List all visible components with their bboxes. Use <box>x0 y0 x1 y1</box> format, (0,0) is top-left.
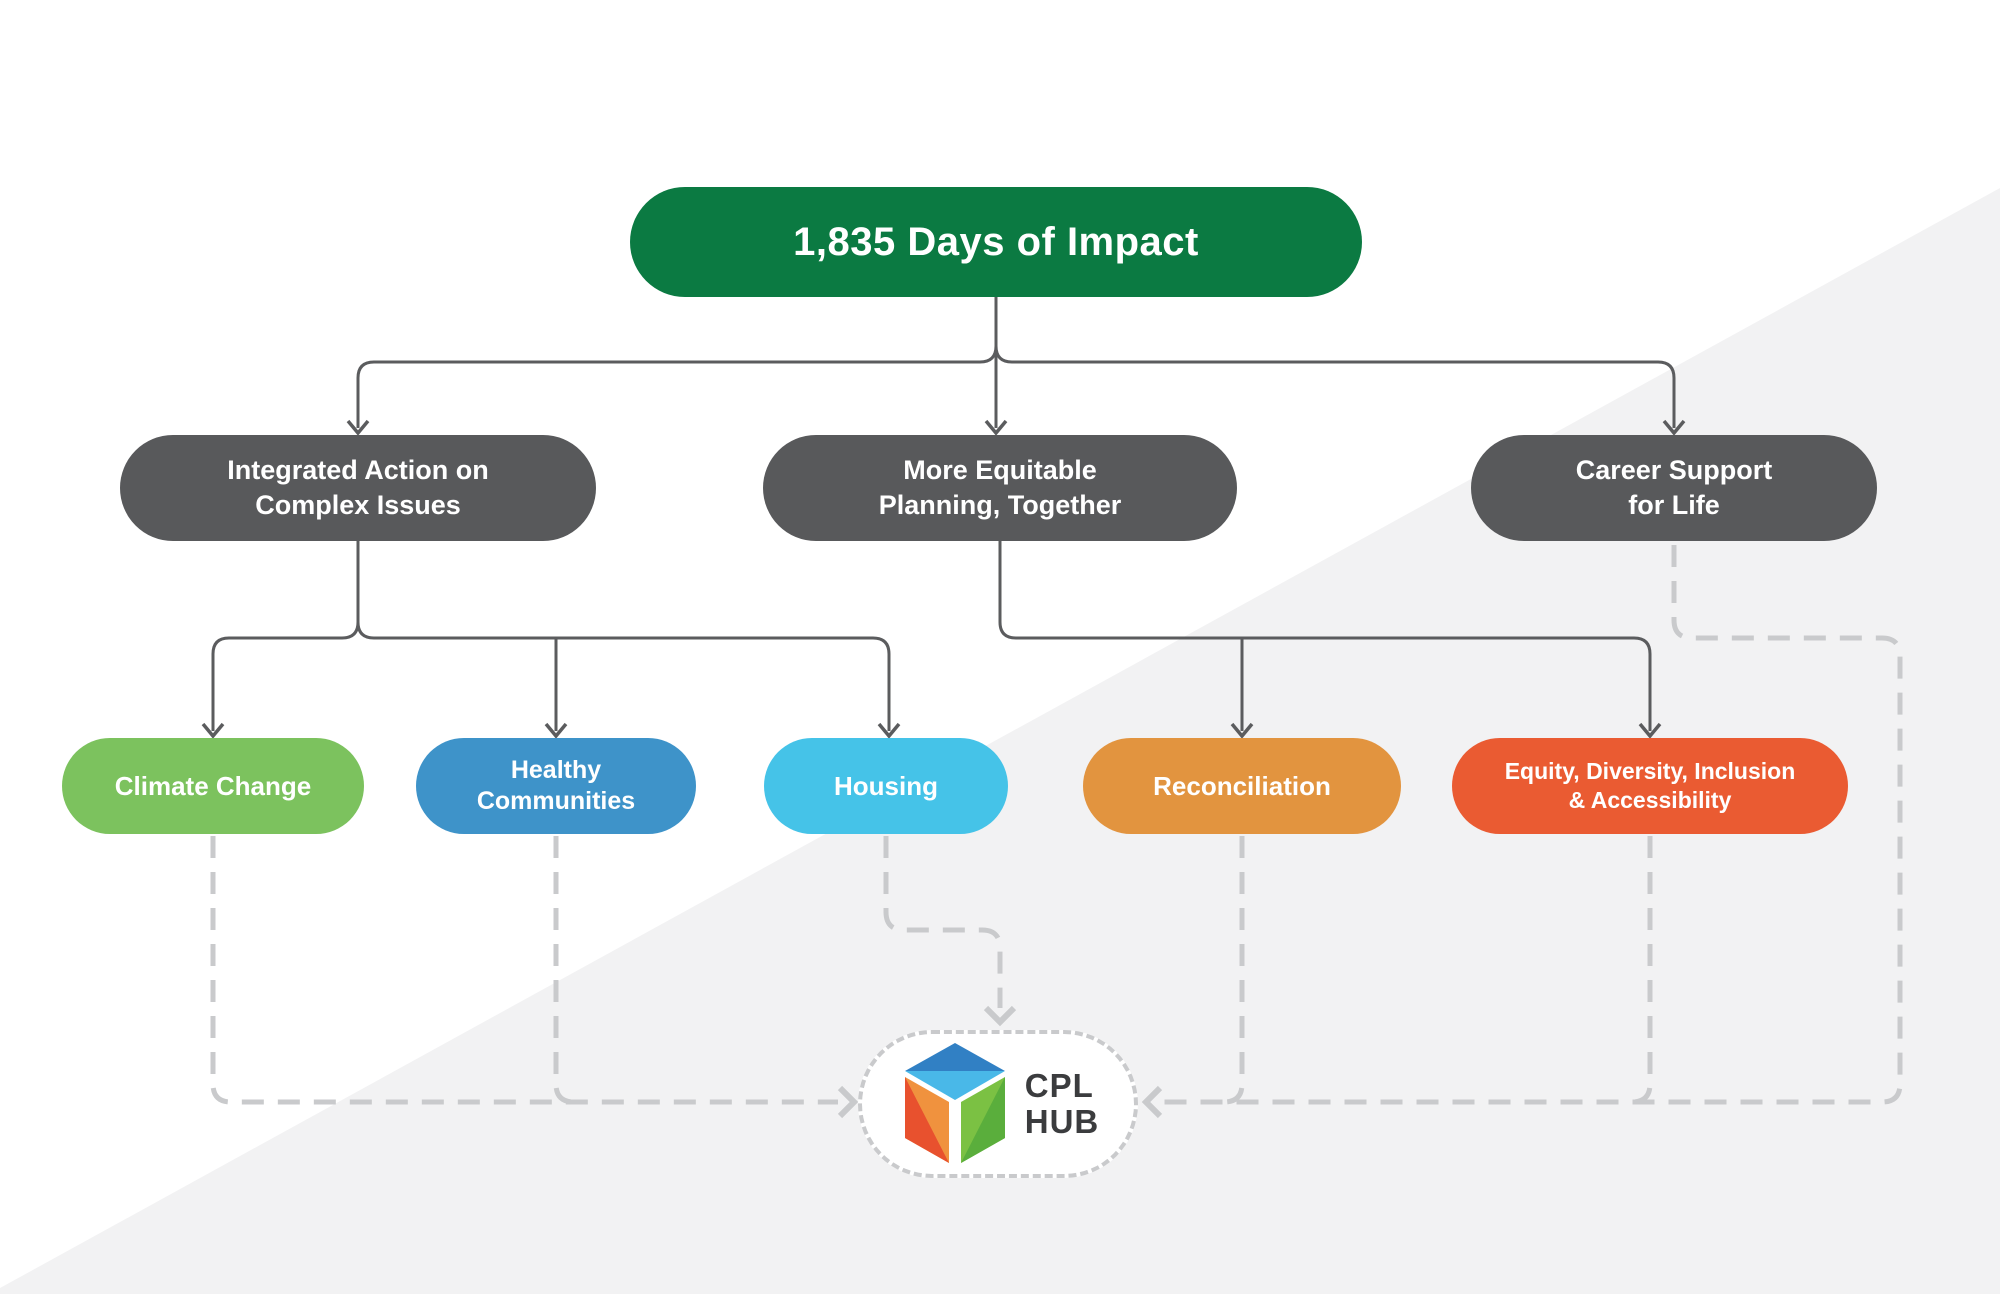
arrowhead-hub-right <box>1141 1085 1163 1119</box>
dashed-reconciliation <box>1223 836 1245 1105</box>
connector-integrated-right <box>356 541 891 731</box>
node-days-of-impact: 1,835 Days of Impact <box>630 187 1362 297</box>
arrowhead-topic-4 <box>1230 722 1254 739</box>
solid-arrowheads <box>201 419 1686 739</box>
logo-top-light-face <box>904 1071 1005 1100</box>
connector-title-left <box>356 297 998 428</box>
node-career-support: Career Support for Life <box>1471 435 1877 541</box>
connector-integrated-left <box>211 541 360 731</box>
arrowhead-pillar-3 <box>1662 419 1686 436</box>
dashed-edia <box>1631 836 1653 1105</box>
cpl-hub-logo-icon <box>904 1043 1005 1163</box>
node-equitable-planning: More Equitable Planning, Together <box>763 435 1237 541</box>
connector-title-right <box>994 297 1676 428</box>
dashed-climate <box>210 836 838 1105</box>
node-climate-change: Climate Change <box>62 738 364 834</box>
node-healthy-communities: Healthy Communities <box>416 738 696 834</box>
dashed-healthy <box>553 836 575 1105</box>
node-reconciliation: Reconciliation <box>1083 738 1401 834</box>
node-integrated-action: Integrated Action on Complex Issues <box>120 435 596 541</box>
dashed-housing <box>883 836 1003 1008</box>
dashed-connectors <box>210 545 1903 1105</box>
arrowhead-topic-3 <box>877 722 901 739</box>
dashed-arrowheads <box>837 1005 1163 1119</box>
connector-equitable-right <box>998 541 1652 731</box>
arrowhead-hub-top <box>983 1005 1017 1027</box>
arrowhead-topic-5 <box>1638 722 1662 739</box>
cpl-hub-label: CPL HUB <box>1024 1067 1100 1140</box>
node-edia: Equity, Diversity, Inclusion & Accessibi… <box>1452 738 1848 834</box>
node-housing: Housing <box>764 738 1008 834</box>
logo-right-dark-face <box>960 1077 1005 1163</box>
arrowhead-pillar-2 <box>984 419 1008 436</box>
logo-top-dark-face <box>904 1043 1005 1071</box>
arrowhead-hub-left <box>837 1085 859 1119</box>
arrowhead-topic-2 <box>544 722 568 739</box>
arrowhead-pillar-1 <box>346 419 370 436</box>
dashed-career <box>1162 545 1903 1105</box>
cpl-hub-node: CPL HUB <box>858 1030 1138 1178</box>
arrowhead-topic-1 <box>201 722 225 739</box>
logo-left-dark-face <box>904 1077 949 1163</box>
